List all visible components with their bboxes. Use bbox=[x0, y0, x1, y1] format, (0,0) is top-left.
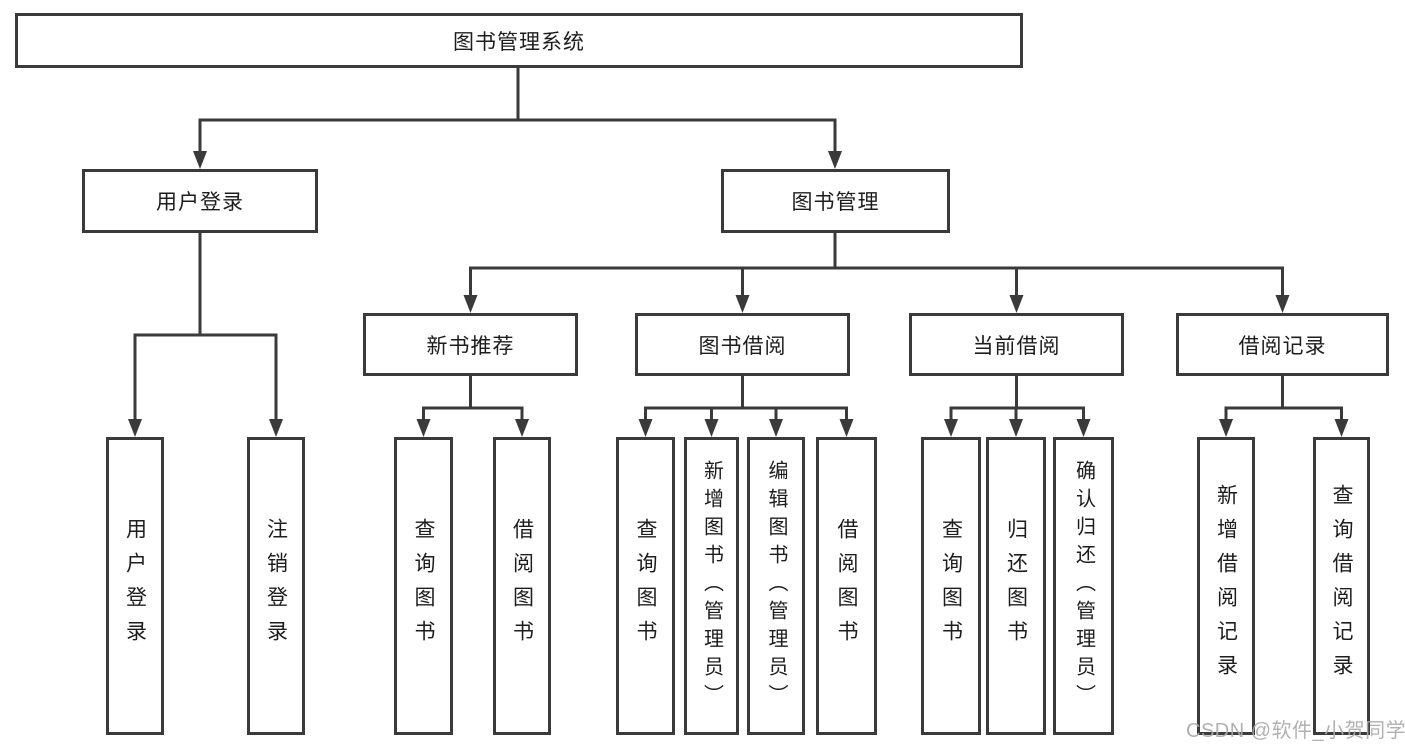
leaf-label: 注销登录 bbox=[264, 518, 288, 654]
leaf-logout: 注销登录 bbox=[247, 437, 305, 735]
node-user-login: 用户登录 bbox=[82, 169, 318, 233]
leaf-add-book-admin: 新增图书（管理员） bbox=[684, 437, 739, 735]
connector-new-book-rec-branch bbox=[416, 374, 529, 437]
leaf-label: 查询图书 bbox=[634, 518, 657, 654]
node-label: 借阅记录 bbox=[1238, 334, 1327, 358]
leaf-label: 归还图书 bbox=[1004, 518, 1028, 654]
leaf-query-borrow-record: 查询借阅记录 bbox=[1313, 437, 1370, 735]
leaf-query-books-1: 查询图书 bbox=[394, 437, 453, 735]
leaf-label: 查询图书 bbox=[939, 518, 963, 654]
node-label: 新书推荐 bbox=[426, 334, 515, 358]
node-label: 当前借阅 bbox=[972, 334, 1061, 358]
node-label: 图书管理系统 bbox=[453, 30, 585, 54]
leaf-label: 用户登录 bbox=[123, 518, 147, 654]
node-label: 用户登录 bbox=[156, 191, 244, 214]
connector-book-management-branch bbox=[463, 231, 1290, 313]
leaf-label: 确认归还（管理员） bbox=[1072, 460, 1095, 712]
leaf-confirm-return-admin: 确认归还（管理员） bbox=[1053, 437, 1114, 735]
node-label: 图书借阅 bbox=[698, 334, 787, 358]
leaf-return-book: 归还图书 bbox=[986, 437, 1046, 735]
node-book-borrowing: 图书借阅 bbox=[635, 313, 850, 376]
leaf-label: 新增图书（管理员） bbox=[700, 460, 723, 712]
leaf-label: 新增借阅记录 bbox=[1214, 484, 1238, 688]
connector-book-borrowing-branch bbox=[638, 374, 854, 437]
leaf-label: 查询借阅记录 bbox=[1330, 484, 1353, 688]
connector-current-borrowing-branch bbox=[944, 374, 1091, 437]
watermark-text: CSDN @软件_小贺同学 bbox=[1186, 720, 1405, 742]
leaf-user-login: 用户登录 bbox=[106, 437, 164, 735]
leaf-label: 编辑图书（管理员） bbox=[765, 460, 787, 712]
connector-user-login-branch bbox=[128, 231, 283, 437]
leaf-borrow-books-2: 借阅图书 bbox=[816, 437, 877, 735]
node-new-book-recommendation: 新书推荐 bbox=[363, 313, 578, 376]
node-book-management-system: 图书管理系统 bbox=[15, 13, 1023, 68]
leaf-label: 借阅图书 bbox=[835, 518, 858, 654]
connector-borrowing-records-branch bbox=[1219, 374, 1349, 437]
node-label: 图书管理 bbox=[791, 191, 880, 214]
leaf-query-books-3: 查询图书 bbox=[921, 437, 981, 735]
leaf-query-books-2: 查询图书 bbox=[616, 437, 675, 735]
leaf-edit-book-admin: 编辑图书（管理员） bbox=[747, 437, 805, 735]
node-borrowing-records: 借阅记录 bbox=[1176, 313, 1389, 376]
node-book-management: 图书管理 bbox=[721, 169, 950, 233]
connector-root-to-level2 bbox=[193, 66, 842, 169]
leaf-label: 借阅图书 bbox=[510, 518, 534, 654]
leaf-add-borrow-record: 新增借阅记录 bbox=[1197, 437, 1255, 735]
leaf-label: 查询图书 bbox=[412, 518, 435, 654]
node-current-borrowing: 当前借阅 bbox=[909, 313, 1124, 376]
leaf-borrow-books-1: 借阅图书 bbox=[493, 437, 551, 735]
